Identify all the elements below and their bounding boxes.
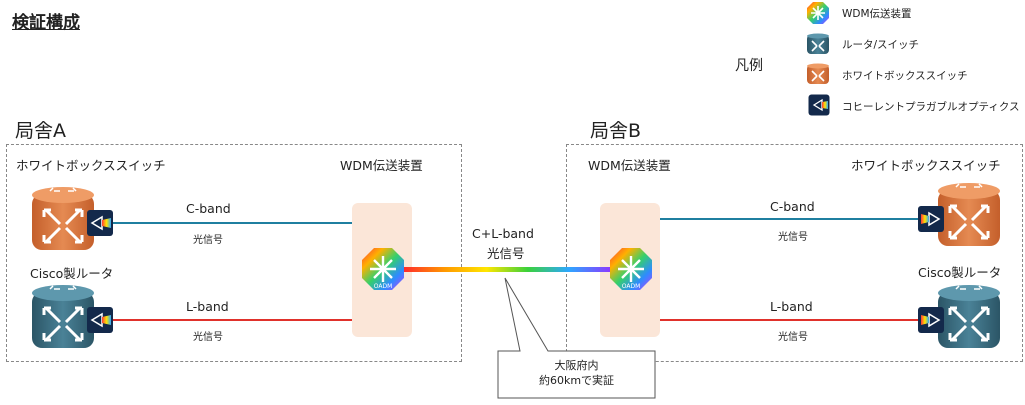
legend-label: ホワイトボックススイッチ	[842, 70, 968, 82]
router-icon	[938, 285, 1000, 348]
svg-text:OADM: OADM	[622, 283, 641, 290]
site-a-box	[6, 144, 462, 362]
site-b-whitebox-label: ホワイトボックススイッチ	[851, 158, 1001, 173]
c-l-band-sub: 光信号	[487, 246, 525, 261]
callout-line-1: 大阪府内	[554, 359, 599, 372]
c-band-label-b: C-band	[770, 199, 815, 214]
callout-text: 大阪府内 約60kmで実証	[498, 358, 655, 388]
wdm-icon: OADM	[362, 248, 404, 290]
wdm-icon	[807, 2, 829, 24]
l-band-sub-a: 光信号	[193, 332, 223, 343]
legend-heading: 凡例	[735, 58, 763, 74]
page-title: 検証構成	[12, 13, 80, 33]
coherent-pluggable-icon	[918, 206, 944, 232]
coherent-pluggable-icon	[87, 307, 113, 333]
c-band-sub-a: 光信号	[193, 235, 223, 246]
site-b-wdm-label: WDM伝送装置	[588, 158, 671, 173]
legend: 凡例 WDM伝送装置 ルータ/スイッチ ホワイトボックススイッチ コヒーレントプ…	[730, 0, 1025, 125]
site-b-box	[566, 144, 1023, 362]
svg-text:OADM: OADM	[374, 283, 393, 290]
c-l-band-label: C+L-band	[472, 226, 534, 241]
c-l-band-line	[404, 267, 610, 272]
coherent-pluggable-icon	[918, 307, 944, 333]
site-a-wdm-label: WDM伝送装置	[340, 158, 423, 173]
router-icon	[32, 285, 94, 348]
site-a-whitebox-label: ホワイトボックススイッチ	[16, 158, 166, 173]
wdm-icon: OADM	[610, 248, 652, 290]
legend-label: ルータ/スイッチ	[842, 39, 920, 51]
l-band-label-b: L-band	[770, 299, 813, 314]
legend-label: コヒーレントプラガブルオプティクス	[842, 101, 1020, 113]
router-label-a: Cisco製ルータ	[30, 266, 114, 281]
whitebox-switch-icon	[938, 183, 1000, 246]
router-label-b: Cisco製ルータ	[918, 265, 1002, 280]
callout-line-2: 約60kmで実証	[538, 374, 615, 387]
router-icon	[807, 33, 829, 54]
coherent-pluggable-icon	[87, 210, 113, 236]
site-b-label: 局舎B	[590, 120, 642, 142]
callout-shape	[497, 277, 656, 399]
whitebox-switch-icon	[32, 187, 94, 250]
l-band-label-a: L-band	[186, 299, 229, 314]
whitebox-switch-icon	[807, 63, 829, 84]
l-band-sub-b: 光信号	[778, 332, 808, 343]
legend-label: WDM伝送装置	[842, 8, 912, 20]
coherent-pluggable-icon	[808, 94, 830, 116]
c-band-label-a: C-band	[186, 201, 231, 216]
c-band-sub-b: 光信号	[778, 232, 808, 243]
site-a-label: 局舎A	[15, 120, 66, 142]
